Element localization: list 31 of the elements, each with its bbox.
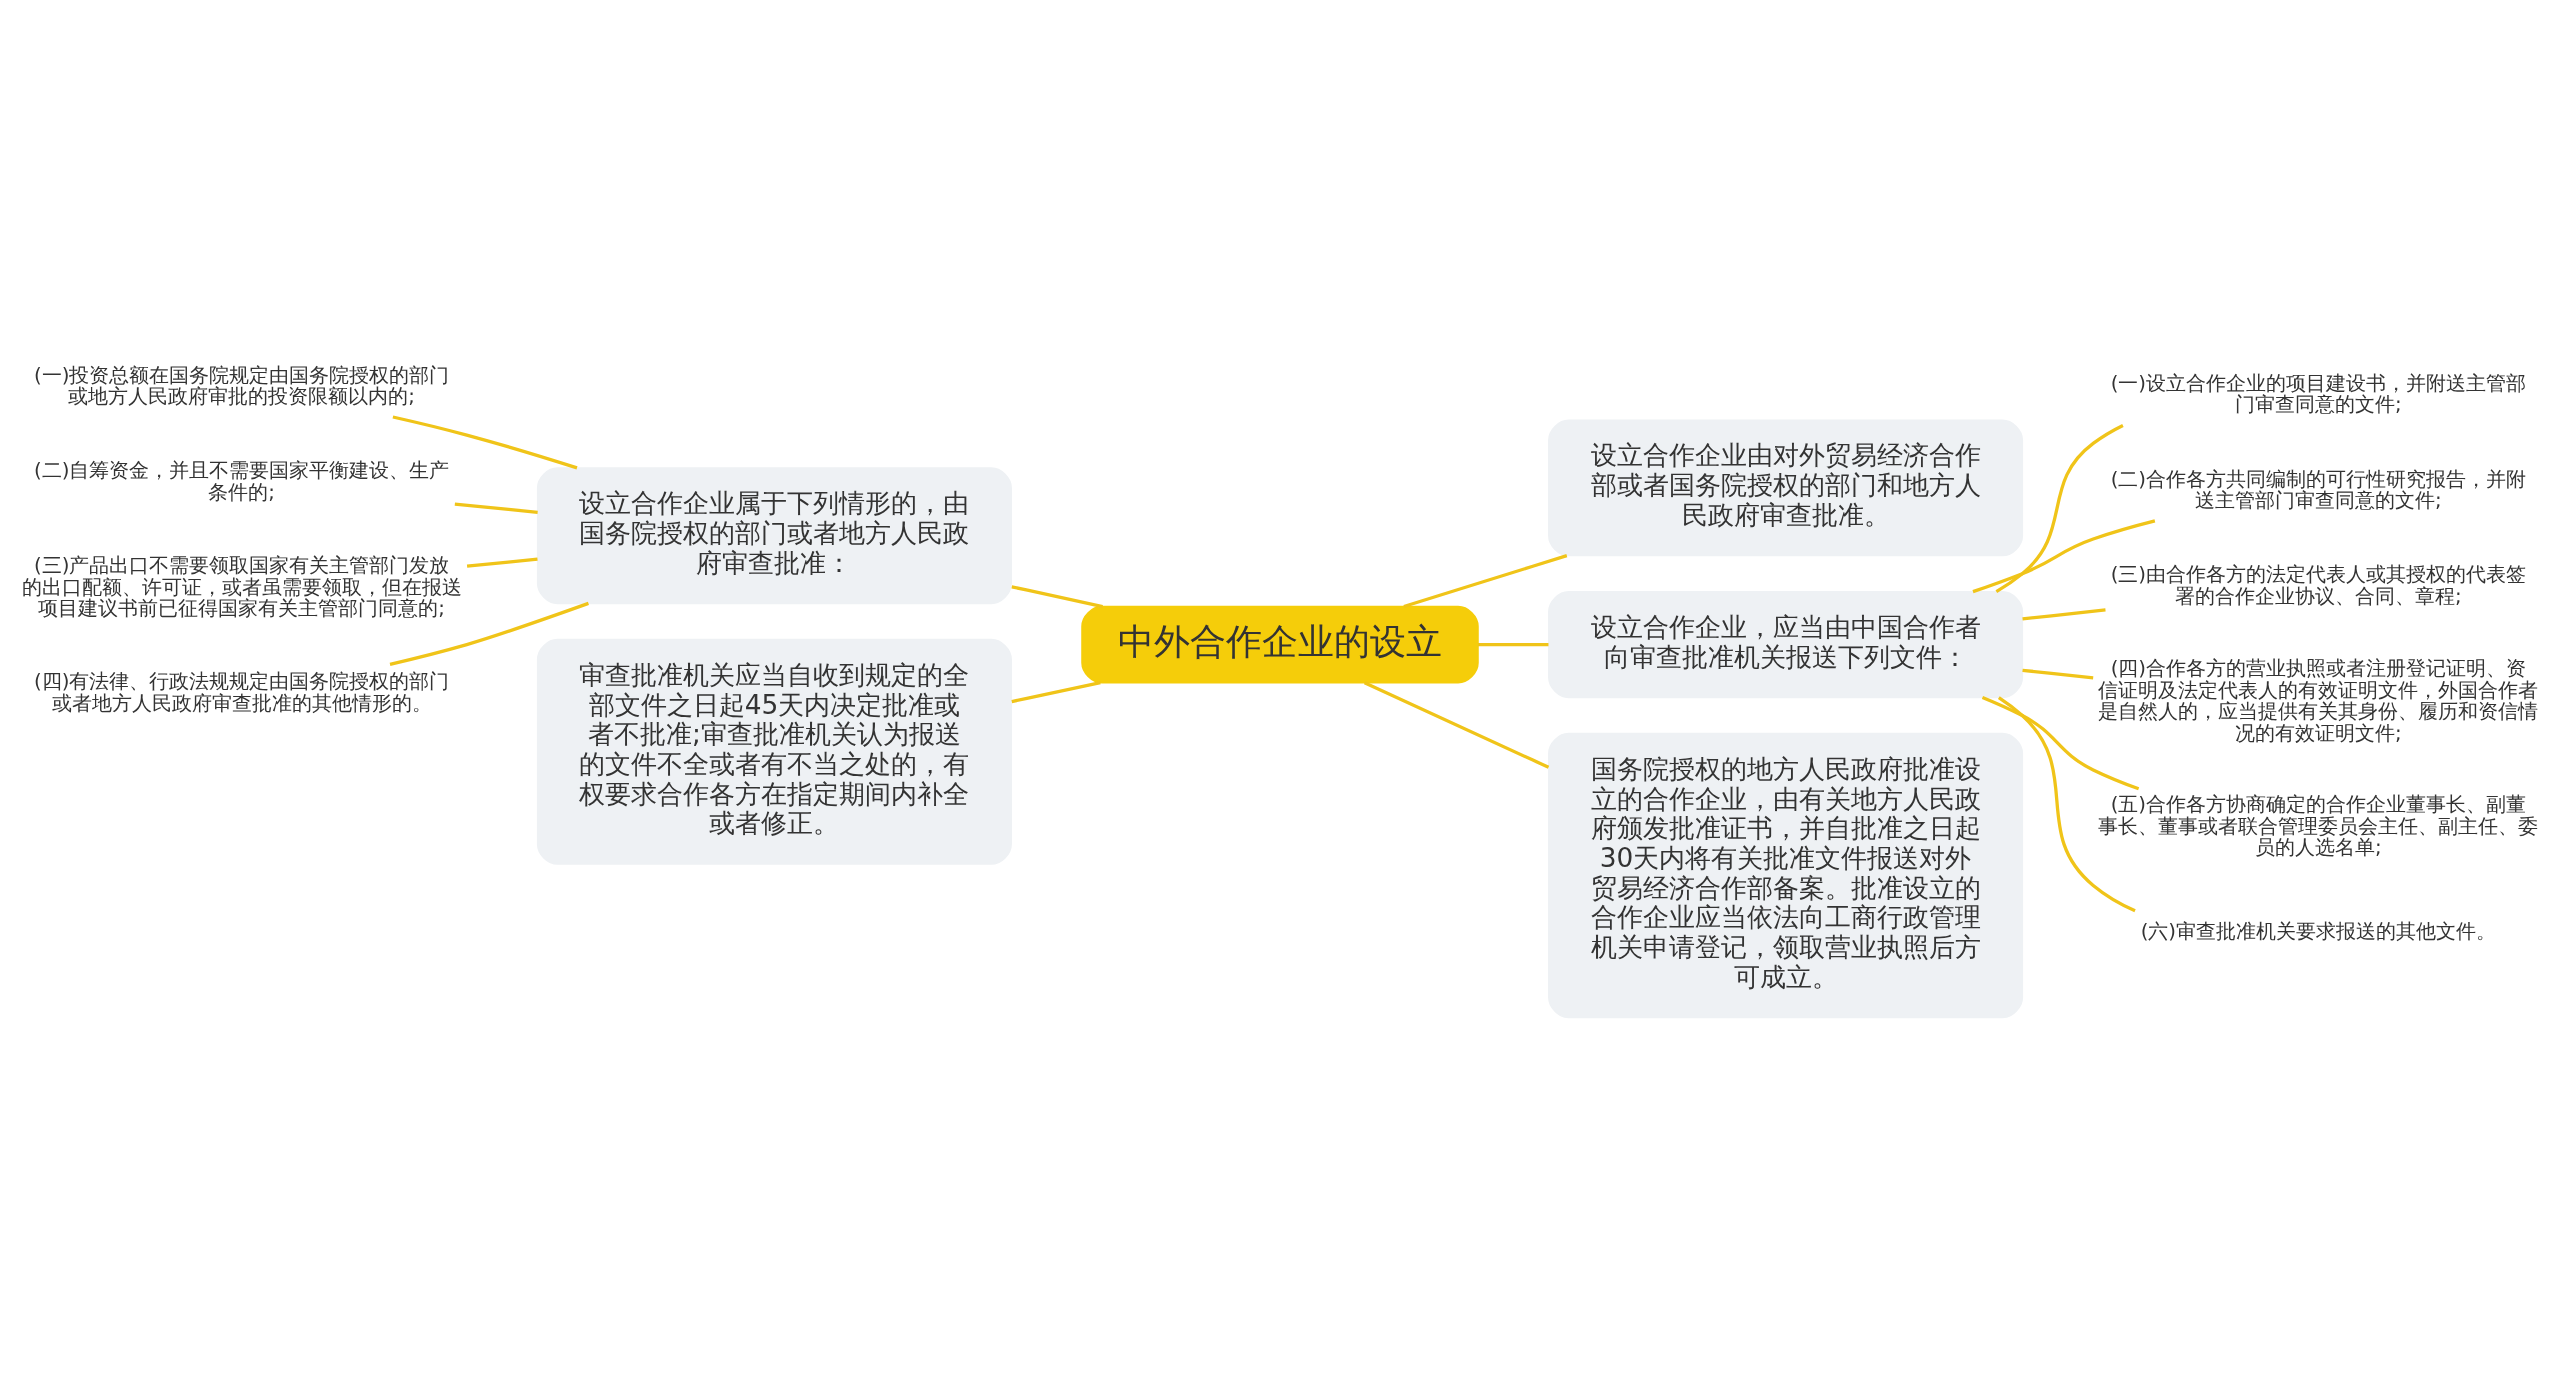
node-box: 国务院授权的地方人民政府批准设立的合作企业，由有关地方人民政府颁发批准证书，并自批准之日起30天内将有关批准文件报送对外贸易经济合作部备案。批准设立的合作企业应当依法向工商行政管理机关申请登记，领取营业执照后方可成立。 bbox=[1548, 732, 2024, 1018]
connector bbox=[2022, 668, 2094, 680]
node-text: (四)有法律、行政法规规定由国务院授权的部门或者地方人民政府审查批准的其他情形的。 bbox=[33, 669, 450, 715]
node-box: 设立合作企业，应当由中国合作者向审查批准机关报送下列文件： bbox=[1548, 590, 2024, 698]
connector bbox=[454, 501, 538, 514]
connector bbox=[1011, 680, 1101, 703]
connector bbox=[1997, 695, 2136, 912]
connector bbox=[1972, 518, 2156, 593]
node-box: 审查批准机关应当自收到规定的全部文件之日起45天内决定批准或者不批准;审查批准机关认为报送的文件不全或者有不当之处的，有权要求合作各方在指定期间内补全或者修正。 bbox=[536, 638, 1012, 865]
connector bbox=[1363, 680, 1550, 769]
connector bbox=[1981, 695, 2140, 790]
node-text: (一)设立合作企业的项目建设书，并附送主管部门审查同意的文件; bbox=[2110, 371, 2527, 416]
node-box: 设立合作企业由对外贸易经济合作部或者国务院授权的部门和地方人民政府审查批准。 bbox=[1548, 418, 2024, 556]
node-text: (二)自筹资金，并且不需要国家平衡建设、生产条件的; bbox=[33, 458, 450, 504]
node-text: (一)投资总额在国务院规定由国务院授权的部门或地方人民政府审批的投资限额以内的; bbox=[33, 363, 450, 408]
connector bbox=[389, 601, 589, 666]
connector bbox=[1403, 553, 1568, 608]
connector bbox=[466, 557, 538, 568]
node-text: (四)合作各方的营业执照或者注册登记证明、资信证明及法定代表人的有效证明文件，外国合作者是自然人的，应当提供有关其身份、履历和资信情况的有效证明文件; bbox=[2098, 656, 2539, 745]
node-text: (五)合作各方协商确定的合作企业董事长、副董事长、董事或者联合管理委员会主任、副主任、委员的人选名单; bbox=[2098, 792, 2539, 859]
connector bbox=[1995, 423, 2124, 593]
node-box: 中外合作企业的设立 bbox=[1081, 605, 1479, 683]
node-text: (二)合作各方共同编制的可行性研究报告，并附送主管部门审查同意的文件; bbox=[2110, 467, 2527, 512]
connector bbox=[1478, 642, 1549, 646]
node-text: (三)产品出口不需要领取国家有关主管部门发放的出口配额、许可证，或者虽需要领取，但在报送项目建议书前已征得国家有关主管部门同意的; bbox=[21, 553, 462, 620]
connector bbox=[1011, 584, 1103, 608]
connector bbox=[2022, 607, 2106, 621]
node-box: 设立合作企业属于下列情形的，由国务院授权的部门或者地方人民政府审查批准： bbox=[536, 466, 1012, 604]
node-text: (六)审查批准机关要求报送的其他文件。 bbox=[2140, 919, 2497, 943]
connector bbox=[392, 414, 578, 469]
node-text: (三)由合作各方的法定代表人或其授权的代表签署的合作企业协议、合同、章程; bbox=[2110, 562, 2527, 608]
